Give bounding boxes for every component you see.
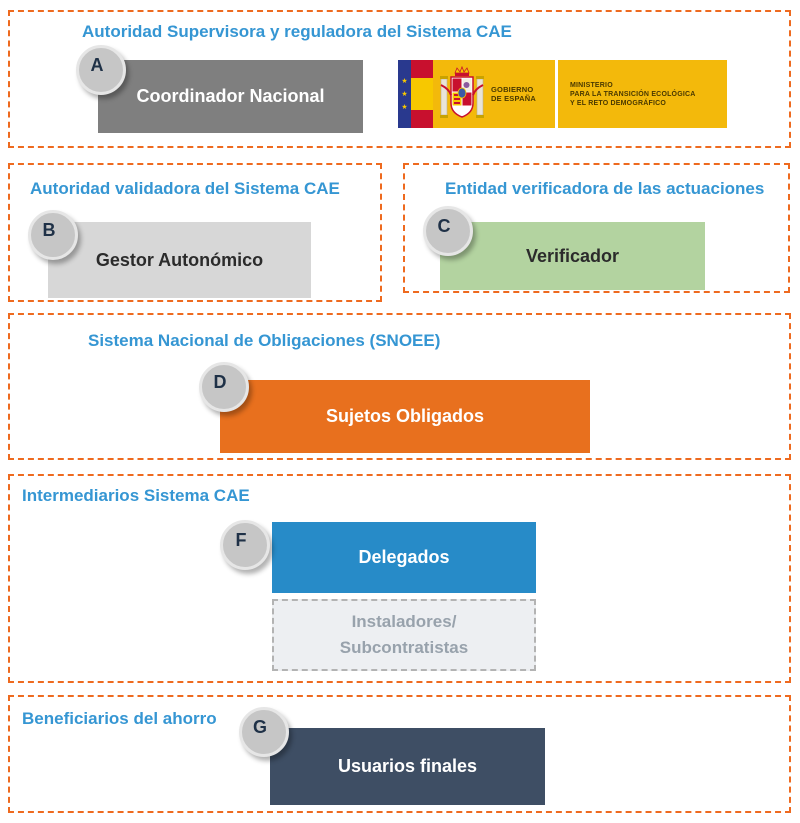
eu-stars-stripe-icon: ★★★ bbox=[398, 60, 411, 128]
instaladores-subcontratistas-box: Instaladores/ Subcontratistas bbox=[272, 599, 536, 671]
instaladores-line2: Subcontratistas bbox=[339, 638, 469, 657]
badge-a: A bbox=[76, 45, 126, 95]
badge-f-letter: F bbox=[235, 529, 247, 550]
badge-c-letter: C bbox=[437, 215, 451, 236]
panel-snoee: Sistema Nacional de Obligaciones (SNOEE)… bbox=[8, 313, 791, 460]
panel-intermediarios: Intermediarios Sistema CAE F Delegados I… bbox=[8, 474, 791, 683]
coat-of-arms-icon bbox=[433, 65, 491, 123]
coordinador-nacional-label: Coordinador Nacional bbox=[136, 86, 325, 106]
gestor-autonomico-box: Gestor Autonómico bbox=[48, 222, 311, 298]
ministerio-text: MINISTERIO PARA LA TRANSICIÓN ECOLÓGICA … bbox=[558, 60, 727, 128]
usuarios-finales-label: Usuarios finales bbox=[337, 756, 478, 776]
gobierno-line1: GOBIERNO bbox=[491, 85, 534, 94]
sujetos-obligados-label: Sujetos Obligados bbox=[325, 406, 485, 426]
delegados-label: Delegados bbox=[358, 547, 450, 567]
badge-b-letter: B bbox=[42, 219, 56, 240]
verificador-label: Verificador bbox=[525, 245, 620, 266]
section-title-beneficiarios: Beneficiarios del ahorro bbox=[22, 709, 217, 728]
badge-d-letter: D bbox=[213, 371, 227, 392]
spain-flag-icon bbox=[411, 60, 433, 128]
panel-beneficiarios: Beneficiarios del ahorro G Usuarios fina… bbox=[8, 695, 791, 813]
section-title-intermediarios: Intermediarios Sistema CAE bbox=[22, 486, 250, 505]
panel-entidad-verificadora: Entidad verificadora de las actuaciones … bbox=[403, 163, 790, 293]
section-title-supervisora: Autoridad Supervisora y reguladora del S… bbox=[82, 22, 512, 41]
badge-a-letter: A bbox=[90, 54, 104, 75]
section-title-snoee: Sistema Nacional de Obligaciones (SNOEE) bbox=[88, 331, 441, 350]
panel-autoridad-supervisora: Autoridad Supervisora y reguladora del S… bbox=[8, 10, 791, 148]
sujetos-obligados-box: Sujetos Obligados bbox=[220, 380, 590, 453]
section-title-validadora: Autoridad validadora del Sistema CAE bbox=[30, 179, 340, 198]
gobierno-line2: DE ESPAÑA bbox=[491, 94, 537, 103]
badge-g: G bbox=[239, 707, 289, 757]
delegados-box: Delegados bbox=[272, 522, 536, 593]
badge-g-letter: G bbox=[252, 716, 267, 737]
badge-f: F bbox=[220, 520, 270, 570]
coordinador-nacional-box: Coordinador Nacional bbox=[98, 60, 363, 133]
panel-autoridad-validadora: Autoridad validadora del Sistema CAE B G… bbox=[8, 163, 382, 302]
usuarios-finales-box: Usuarios finales bbox=[270, 728, 545, 805]
badge-d: D bbox=[199, 362, 249, 412]
ministerio-line1: MINISTERIO bbox=[570, 81, 613, 89]
logo-divider bbox=[555, 60, 558, 128]
section-title-verificadora: Entidad verificadora de las actuaciones bbox=[445, 179, 765, 198]
spain-government-logo: ★★★ bbox=[398, 60, 727, 128]
gestor-autonomico-label: Gestor Autonómico bbox=[95, 249, 264, 270]
gobierno-field: GOBIERNO DE ESPAÑA bbox=[433, 60, 555, 128]
badge-c: C bbox=[423, 206, 473, 256]
gobierno-text: GOBIERNO DE ESPAÑA bbox=[491, 85, 536, 103]
ministerio-line3: Y EL RETO DEMOGRÁFICO bbox=[570, 99, 666, 107]
instaladores-line1: Instaladores/ bbox=[351, 611, 457, 631]
ministerio-line2: PARA LA TRANSICIÓN ECOLÓGICA bbox=[570, 90, 696, 98]
verificador-box: Verificador bbox=[440, 222, 705, 290]
badge-b: B bbox=[28, 210, 78, 260]
